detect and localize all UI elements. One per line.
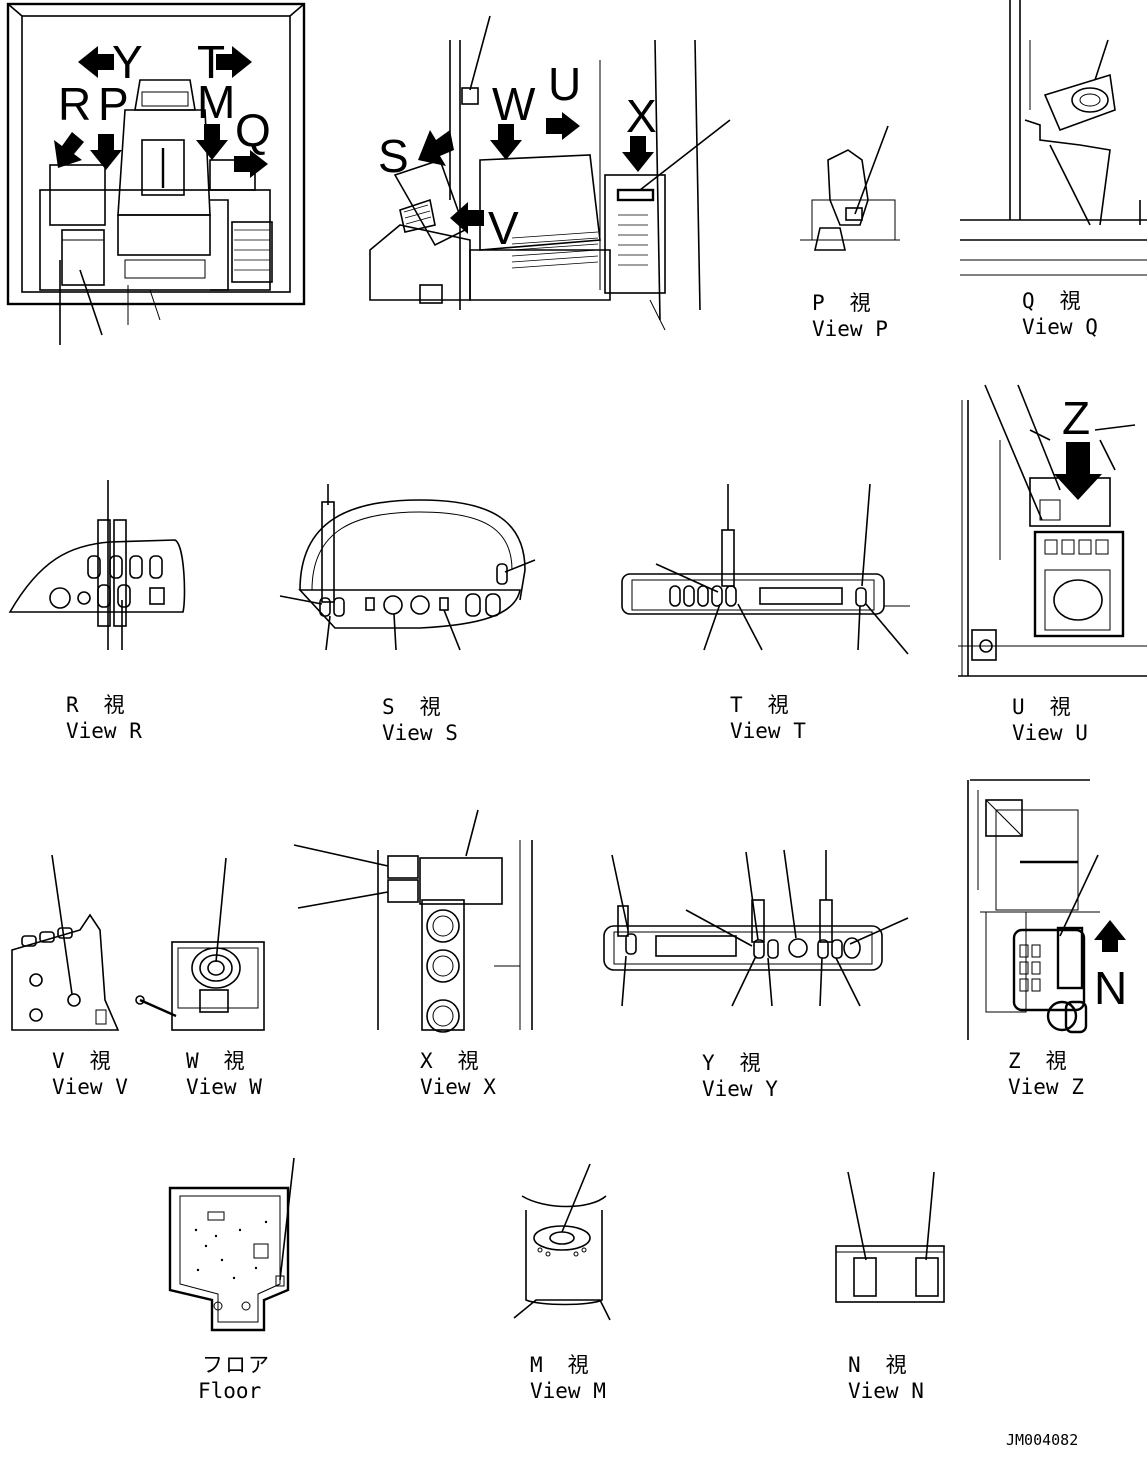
svg-text:N 視: N 視 <box>848 1353 909 1377</box>
view-v-drawing <box>11 854 120 1031</box>
view-n-drawing <box>835 1171 945 1303</box>
view-m-drawing <box>513 1163 611 1321</box>
letter-q: Q <box>235 104 271 156</box>
svg-text:S 視: S 視 <box>382 695 443 719</box>
letter-w: W <box>492 78 536 130</box>
svg-text:View T: View T <box>730 719 806 743</box>
view-x-drawing <box>293 809 533 1033</box>
svg-text:Y 視: Y 視 <box>702 1051 763 1075</box>
letter-r: R <box>58 78 91 130</box>
caption-view-y: Y 視 View Y <box>702 1051 778 1101</box>
svg-text:M 視: M 視 <box>530 1353 591 1377</box>
caption-floor: フロア Floor <box>198 1353 271 1403</box>
svg-text:X 視: X 視 <box>420 1049 481 1073</box>
caption-view-m: M 視 View M <box>530 1353 606 1403</box>
overview-letters-left: Y T R P M Q <box>58 36 271 156</box>
view-z-drawing: N <box>967 779 1127 1040</box>
svg-text:Floor: Floor <box>198 1379 261 1403</box>
letter-u: U <box>548 58 581 110</box>
view-q-drawing <box>960 0 1147 276</box>
letter-s: S <box>378 130 409 182</box>
caption-view-q: Q 視 View Q <box>1022 289 1098 339</box>
letter-v: V <box>488 202 519 254</box>
caption-view-x: X 視 View X <box>420 1049 496 1099</box>
caption-view-u: U 視 View U <box>1012 695 1088 745</box>
letter-y: Y <box>112 36 143 88</box>
view-s-drawing <box>279 484 536 651</box>
overview-cab-side: S W U X V <box>369 15 731 331</box>
svg-text:U 視: U 視 <box>1012 695 1073 719</box>
svg-text:フロア: フロア <box>202 1353 271 1377</box>
svg-text:Q 視: Q 視 <box>1022 289 1083 313</box>
svg-text:View M: View M <box>530 1379 606 1403</box>
svg-text:View Q: View Q <box>1022 315 1098 339</box>
svg-text:View W: View W <box>186 1075 262 1099</box>
svg-text:Z 視: Z 視 <box>1008 1049 1069 1073</box>
floor-drawing <box>168 1157 295 1332</box>
letter-t: T <box>197 36 225 88</box>
overview-cab-front: Y T R P M Q <box>6 2 306 345</box>
svg-text:View U: View U <box>1012 721 1088 745</box>
caption-view-n: N 視 View N <box>848 1353 924 1403</box>
view-captions: P 視 View P Q 視 View Q R 視 View R S 視 Vie… <box>52 289 1098 1403</box>
svg-text:R 視: R 視 <box>66 693 127 717</box>
letter-x: X <box>626 90 657 142</box>
letter-m: M <box>197 76 235 128</box>
svg-text:View X: View X <box>420 1075 496 1099</box>
svg-text:P 視: P 視 <box>812 291 873 315</box>
svg-text:W 視: W 視 <box>186 1049 247 1073</box>
view-u-drawing: Z <box>958 384 1147 677</box>
svg-text:View R: View R <box>66 719 142 743</box>
svg-text:View S: View S <box>382 721 458 745</box>
view-r-drawing <box>8 480 186 650</box>
caption-view-s: S 視 View S <box>382 695 458 745</box>
view-t-drawing <box>621 483 910 655</box>
caption-view-v: V 視 View V <box>52 1049 128 1099</box>
overview-letters-right: S W U X V <box>378 58 657 254</box>
letter-p: P <box>98 78 129 130</box>
view-p-drawing <box>800 125 900 251</box>
caption-view-r: R 視 View R <box>66 693 142 743</box>
svg-text:View N: View N <box>848 1379 924 1403</box>
caption-view-z: Z 視 View Z <box>1008 1049 1084 1099</box>
caption-view-w: W 視 View W <box>186 1049 262 1099</box>
caption-view-t: T 視 View T <box>730 693 806 743</box>
svg-text:View Y: View Y <box>702 1077 778 1101</box>
letter-z: Z <box>1062 392 1090 444</box>
letter-n: N <box>1094 962 1127 1014</box>
svg-text:T 視: T 視 <box>730 693 791 717</box>
view-y-drawing <box>603 849 909 1007</box>
view-w-drawing <box>135 857 265 1031</box>
caption-view-p: P 視 View P <box>812 291 888 341</box>
svg-text:View V: View V <box>52 1075 128 1099</box>
drawing-code: JM004082 <box>1006 1431 1078 1449</box>
svg-text:View Z: View Z <box>1008 1075 1084 1099</box>
svg-text:View P: View P <box>812 317 888 341</box>
svg-text:V 視: V 視 <box>52 1049 113 1073</box>
